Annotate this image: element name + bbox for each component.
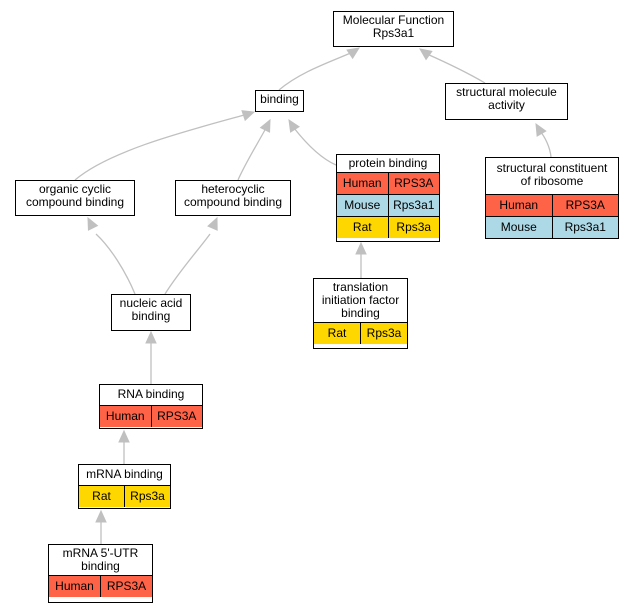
species-cell: Human [337,173,388,194]
arrowhead-binding-to-mf [346,47,361,60]
edge-ocb-to-binding [74,113,249,181]
species-row-human: Human RPS3A [337,172,439,194]
gene-cell: RPS3A [150,406,202,427]
species-row-mouse: Mouse Rps3a1 [486,216,618,238]
node-translation-initiation-factor-binding[interactable]: translation initiation factor binding Ra… [313,278,408,349]
species-cell: Rat [79,486,124,507]
species-cell: Mouse [486,217,552,238]
node-rna-binding[interactable]: RNA binding Human RPS3A [99,384,203,429]
species-row-human: Human RPS3A [100,405,202,427]
edge-smact-to-mf [426,53,486,84]
gene-cell: Rps3a1 [387,195,439,216]
node-structural-molecule-activity[interactable]: structural molecule activity [445,83,568,120]
species-row-human: Human RPS3A [486,194,618,216]
species-row-mouse: Mouse Rps3a1 [337,194,439,216]
arrowhead-tifb-to-protbind [355,241,367,255]
edge-nab-to-hcb [164,233,211,295]
node-mrna-5-utr-binding[interactable]: mRNA 5'-UTR binding Human RPS3A [48,544,153,603]
species-row-human: Human RPS3A [49,575,152,597]
node-title: nucleic acid binding [119,296,183,323]
species-cell: Human [49,576,100,597]
arrowhead-hcb-to-binding [259,118,271,133]
edge-binding-to-mf [278,51,354,91]
edge-protbind-to-binding [293,127,337,166]
node-title: translation initiation factor binding [321,280,400,320]
node-title: protein binding [348,156,428,170]
species-row-rat: Rat Rps3a [79,485,170,507]
arrowhead-nab-to-hcb [207,216,218,231]
node-binding[interactable]: binding [255,90,304,112]
species-row-rat: Rat Rps3a [337,216,439,238]
edge-hcb-to-binding [237,127,267,181]
arrowhead-utr-to-mrnab [95,509,107,523]
node-title: heterocyclic compound binding [183,182,283,209]
node-nucleic-acid-binding[interactable]: nucleic acid binding [111,294,191,331]
node-title: structural constituent of ribosome [496,161,608,188]
arrowhead-scr-to-smact [535,122,547,137]
gene-cell: Rps3a [124,486,170,507]
node-protein-binding[interactable]: protein binding Human RPS3A Mouse Rps3a1… [336,154,440,242]
species-cell: Rat [314,323,360,344]
arrowhead-protbind-to-binding [288,118,300,133]
gene-cell: RPS3A [100,576,152,597]
species-cell: Human [486,195,552,216]
gene-cell: RPS3A [387,173,439,194]
arrowhead-smact-to-mf [419,48,433,61]
species-cell: Rat [337,217,388,238]
node-title: mRNA binding [86,467,163,481]
edge-nab-to-ocb [95,233,136,295]
arrowhead-nab-to-ocb [87,216,99,231]
edge-scr-to-smact [539,130,552,158]
species-cell: Mouse [337,195,388,216]
node-title: mRNA 5'-UTR binding [62,546,139,573]
node-title: structural molecule activity [456,85,557,112]
arrowhead-mrnab-to-rnab [118,429,130,443]
gene-cell: Rps3a [360,323,407,344]
gene-cell: Rps3a1 [551,217,618,238]
node-structural-constituent-of-ribosome[interactable]: structural constituent of ribosome Human… [485,157,619,239]
node-title: binding [260,92,299,106]
node-title: organic cyclic compound binding [25,182,125,209]
gene-cell: Rps3a [387,217,439,238]
species-cell: Human [100,406,151,427]
node-title: RNA binding [117,387,185,401]
node-mrna-binding[interactable]: mRNA binding Rat Rps3a [78,464,171,509]
node-title: Molecular Function Rps3a1 [342,13,445,40]
arrowhead-ocb-to-binding [241,110,256,122]
node-molecular-function[interactable]: Molecular Function Rps3a1 [333,11,454,47]
node-organic-cyclic-compound-binding[interactable]: organic cyclic compound binding [15,180,135,216]
node-heterocyclic-compound-binding[interactable]: heterocyclic compound binding [175,180,291,216]
species-row-rat: Rat Rps3a [314,322,407,344]
gene-cell: RPS3A [551,195,618,216]
arrowhead-rnab-to-nab [145,330,157,344]
